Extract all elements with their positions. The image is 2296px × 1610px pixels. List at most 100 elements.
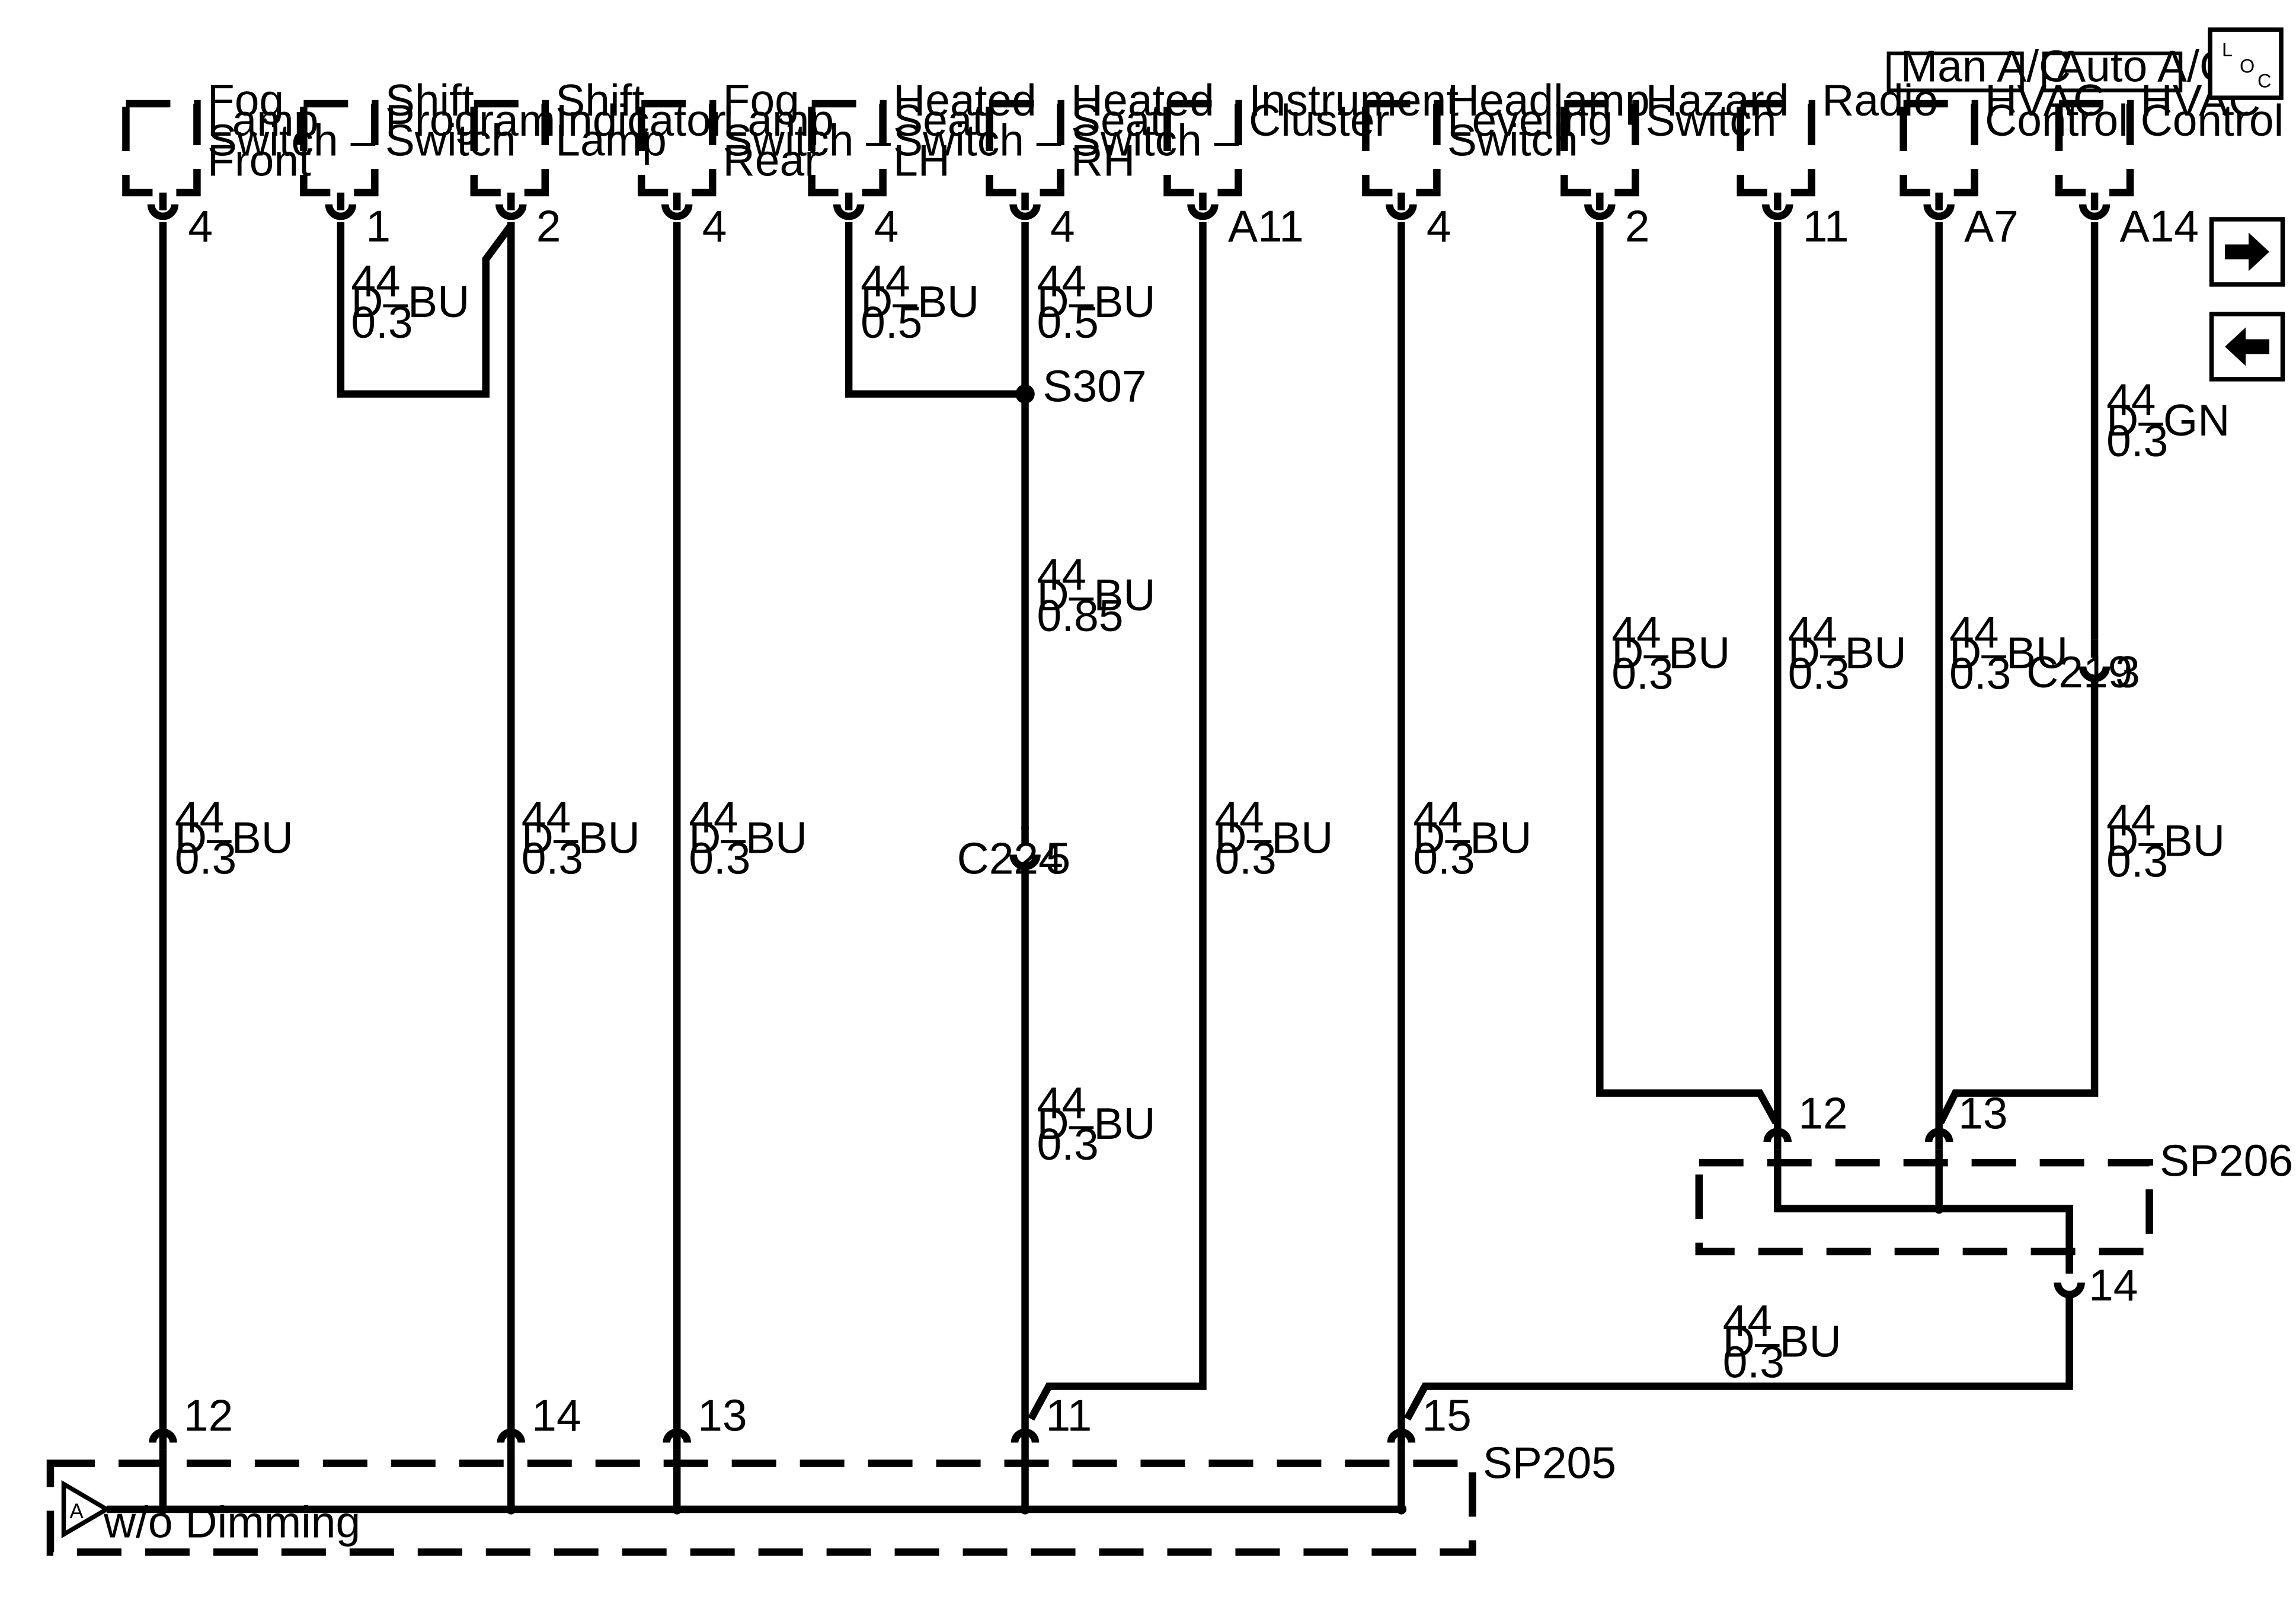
sp205-term-14-pin — [507, 1432, 515, 1450]
instrument-cluster-box — [1163, 100, 1242, 197]
wire-label-seat-lh-0: 44 — [861, 256, 910, 306]
heated-seat-switch-lh-name-2: Switch – — [893, 116, 1061, 165]
fog-lamp-switch-rear-name-3: Rear — [723, 135, 820, 185]
hvac-control-auto-cup — [2078, 204, 2110, 220]
loc-box[interactable] — [2208, 27, 2284, 100]
wire-label-sp206-sp205-1: D–BU — [1723, 1317, 1841, 1366]
loc-letter-l: L — [2222, 39, 2233, 60]
s307-label: S307 — [1043, 361, 1147, 411]
heated-seat-switch-rh-pin-number: 4 — [1050, 201, 1075, 251]
sp206-box — [1695, 1158, 2153, 1256]
sp206-term-13-pin — [1935, 1131, 1943, 1150]
hvac-control-man-option-box — [1886, 51, 2024, 92]
sp205-term-13-pin — [673, 1432, 681, 1450]
sp206-pin-14: 14 — [2089, 1260, 2138, 1310]
arrow-left-icon[interactable] — [2209, 312, 2285, 382]
sp205-term-15-pin — [1398, 1432, 1405, 1450]
fog-lamp-switch-rear-pin-number: 4 — [702, 201, 727, 251]
wire-label-shift-program-0: 44 — [351, 256, 400, 306]
fog-lamp-switch-front-name-2: Switch – — [207, 116, 376, 165]
sp206-junction — [1933, 1203, 1945, 1214]
sp206-term-14-pin — [2065, 1256, 2073, 1274]
wire-label-seat-lh-2: 0.5 — [861, 297, 922, 347]
wire-label-seat-lh-1: D–BU — [861, 277, 979, 327]
headlamp-leveling-switch-cup — [1386, 204, 1417, 220]
headlamp-leveling-switch-pin-number: 4 — [1427, 201, 1451, 251]
c224-pin-number: 5 — [1046, 834, 1071, 884]
arrow-left-shape — [2225, 327, 2270, 366]
heated-seat-switch-lh-name-1: Seat — [893, 95, 984, 145]
sp205-term-11-pin — [1021, 1432, 1029, 1450]
s307-splice-dot — [1015, 384, 1035, 404]
wire-label-fog-front-1: D–BU — [175, 813, 293, 863]
wire-label-fog-rear-2: 0.3 — [689, 834, 750, 884]
wire-label-hazard-1: D–BU — [1611, 628, 1730, 677]
wire-label-hvac-auto-1: D–GN — [2106, 395, 2230, 445]
hvac-control-man-box — [1900, 100, 1978, 197]
wire-label-instrument-1: D–BU — [1214, 813, 1333, 863]
c224-name: C224 — [957, 834, 1063, 884]
wire-label-shift-indicator-0: 44 — [522, 792, 571, 842]
fog-lamp-switch-rear-pin — [673, 193, 681, 211]
sp205-pin-14: 14 — [532, 1390, 581, 1440]
shift-indicator-lamp-name-0: Shift — [555, 75, 644, 125]
radio-pin-number: 11 — [1803, 201, 1849, 251]
wire-sp206-sp205 — [1403, 1291, 2073, 1421]
sp205-name: SP205 — [1483, 1438, 1616, 1487]
sp205-ref-letter: A — [69, 1500, 84, 1523]
wire-label-c219-sp206-0: 44 — [2106, 795, 2156, 845]
wire-label-c224-sp205-0: 44 — [1037, 1078, 1086, 1128]
hazard-switch-cup — [1584, 204, 1616, 220]
wire-label-c219-sp206-2: 0.3 — [2106, 837, 2168, 886]
hvac-control-auto-option-box — [2042, 51, 2183, 92]
wire-label-instrument-0: 44 — [1214, 792, 1264, 842]
shift-program-switch-name-2: Switch — [385, 116, 516, 165]
wire-label-hvac-man-2: 0.3 — [1949, 648, 2011, 698]
fog-lamp-switch-rear-name-0: Fog — [723, 75, 800, 125]
hazard-switch-box — [1560, 100, 1639, 197]
wire-label-sp206-sp205-2: 0.3 — [1723, 1337, 1785, 1387]
headlamp-leveling-switch-box — [1362, 100, 1441, 197]
wire-label-radio-1: D–BU — [1788, 628, 1907, 677]
wire-label-seat-rh-1: D–BU — [1037, 277, 1156, 327]
fog-lamp-switch-front-box — [122, 100, 201, 197]
wire-label-sp206-sp205-0: 44 — [1723, 1296, 1772, 1346]
c219-name: C219 — [2026, 647, 2132, 697]
hvac-control-man-pin-number: A7 — [1964, 201, 2019, 251]
wire-c219-sp206 — [1937, 675, 2099, 1125]
fog-lamp-switch-rear-box — [637, 100, 717, 197]
radio-cup — [1761, 204, 1793, 220]
fog-lamp-switch-front-pin-number: 4 — [188, 201, 213, 251]
sp206-name: SP206 — [2160, 1136, 2293, 1186]
c224-pin-upper — [1021, 826, 1029, 844]
arrow-right-icon[interactable] — [2209, 217, 2285, 287]
hvac-control-auto-option: Auto A/C — [2056, 41, 2231, 91]
sp205-box — [46, 1459, 1476, 1556]
heated-seat-switch-rh-name-1: Seat — [1071, 95, 1162, 145]
wire-label-fog-front-0: 44 — [175, 792, 224, 842]
sp205-note: w/o Dimming — [103, 1497, 360, 1547]
wire-label-s307-c224-0: 44 — [1037, 549, 1086, 599]
hazard-switch-pin — [1596, 193, 1604, 211]
headlamp-leveling-switch-name-0: Headlamp — [1447, 75, 1650, 125]
loc-letter-c: C — [2257, 71, 2271, 92]
shift-program-switch-name-0: Shift — [385, 75, 474, 125]
shift-indicator-lamp-box — [470, 100, 549, 197]
hvac-control-man-cup — [1923, 204, 1955, 220]
loc-letter-o: O — [2240, 56, 2255, 77]
wire-label-headlamp-1: D–BU — [1413, 813, 1531, 863]
wire-label-c224-sp205-1: D–BU — [1037, 1099, 1156, 1148]
wire-label-radio-0: 44 — [1788, 607, 1837, 657]
c219-pin-number: 3 — [2115, 647, 2140, 697]
sp205-pin-13: 13 — [698, 1390, 747, 1440]
fog-lamp-switch-rear-name-2: Switch – — [723, 116, 891, 165]
wire-label-s307-c224-1: D–BU — [1037, 570, 1156, 620]
heated-seat-switch-lh-name-3: LH — [893, 135, 950, 185]
wire-label-seat-rh-2: 0.5 — [1037, 297, 1099, 347]
sp206-pin-13: 13 — [1958, 1089, 2007, 1138]
heated-seat-switch-lh-box — [808, 100, 887, 197]
heated-seat-switch-rh-pin — [1021, 193, 1029, 211]
